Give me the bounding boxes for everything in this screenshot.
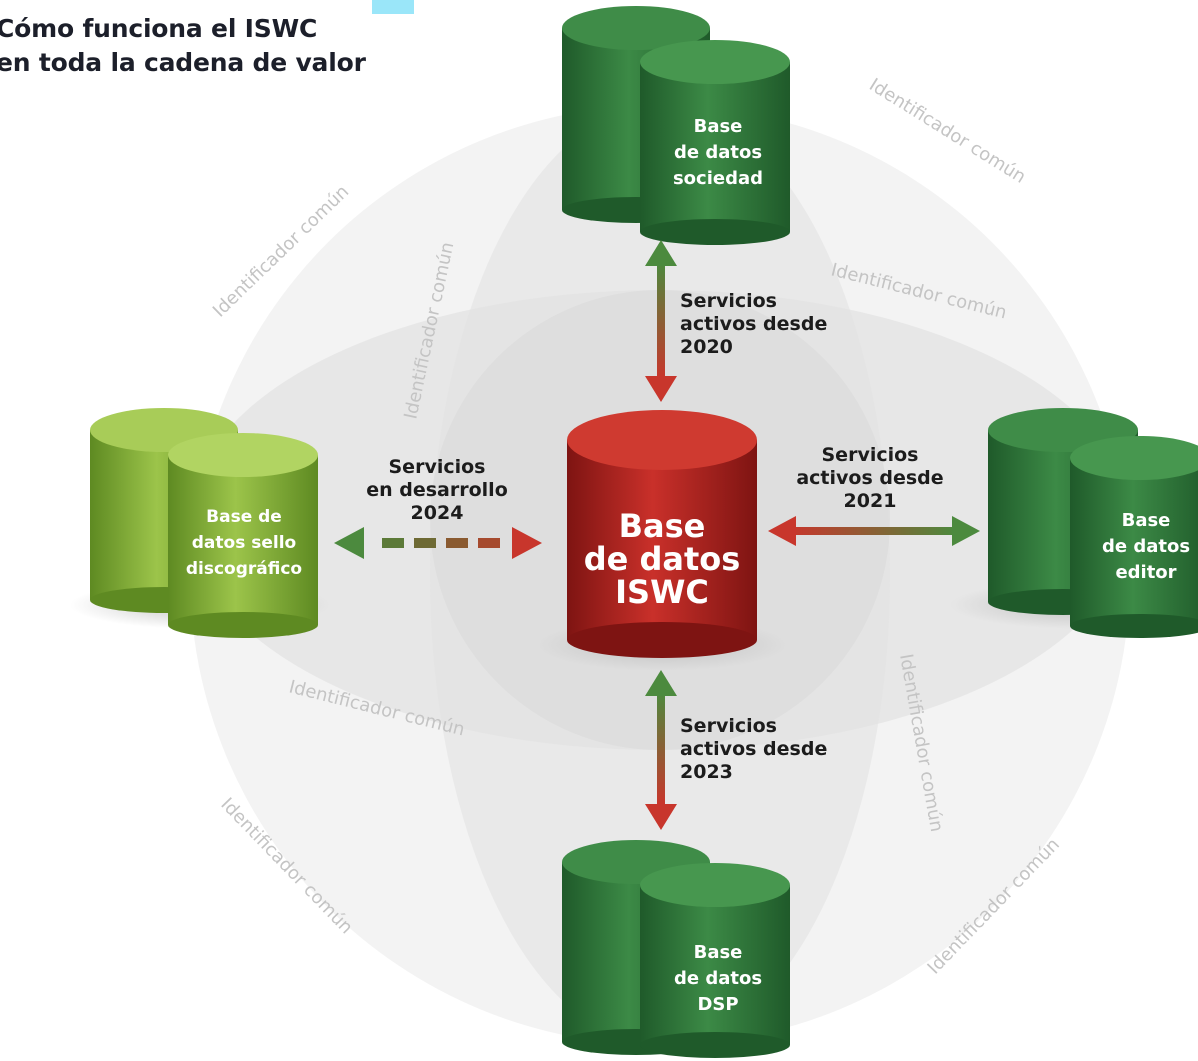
iswc-label-3: ISWC — [615, 573, 709, 611]
connection-bottom-line-1: Servicios — [680, 715, 777, 737]
connection-label-top: Servicios activos desde 2020 — [680, 290, 827, 359]
connection-top-line-3: 2020 — [680, 336, 733, 358]
database-dsp-cylinders — [562, 840, 790, 1058]
sello-label-3: discográfico — [186, 559, 302, 579]
dsp-label-1: Base — [694, 942, 743, 963]
diagram-title: Cómo funciona el ISWC en toda la cadena … — [0, 12, 366, 80]
connection-top-line-1: Servicios — [680, 290, 777, 312]
iswc-label-1: Base — [619, 507, 706, 545]
dsp-label-3: DSP — [697, 994, 738, 1015]
connection-bottom-line-3: 2023 — [680, 761, 733, 783]
connection-right-line-3: 2021 — [843, 490, 897, 512]
title-accent-bar — [372, 0, 414, 14]
connection-label-right: Servicios activos desde 2021 — [780, 444, 960, 513]
connection-bottom-line-2: activos desde — [680, 738, 828, 760]
sociedad-label-2: de datos — [674, 142, 762, 163]
connection-right-line-2: activos desde — [796, 467, 944, 489]
editor-label-2: de datos — [1102, 536, 1190, 557]
connection-left-line-3: 2024 — [410, 502, 464, 524]
dsp-label-2: de datos — [674, 968, 762, 989]
connection-label-left: Servicios en desarrollo 2024 — [352, 456, 522, 525]
arrow-top — [645, 240, 677, 402]
connection-label-bottom: Servicios activos desde 2023 — [680, 715, 827, 784]
connection-right-line-1: Servicios — [821, 444, 919, 466]
sello-label-2: datos sello — [192, 533, 296, 553]
database-sello-cylinders — [90, 408, 318, 638]
sociedad-label-1: Base — [694, 116, 743, 137]
sociedad-label-3: sociedad — [673, 168, 763, 189]
title-line-2: en toda la cadena de valor — [0, 48, 366, 77]
database-sociedad-cylinders — [562, 6, 790, 245]
arrow-left-dashed — [334, 527, 542, 559]
arrow-right — [768, 516, 980, 546]
sello-label-1: Base de — [206, 507, 282, 527]
arrow-bottom — [645, 670, 677, 830]
iswc-label-2: de datos — [584, 540, 741, 578]
database-iswc-cylinder — [567, 410, 757, 658]
connection-top-line-2: activos desde — [680, 313, 828, 335]
database-editor-cylinders — [988, 408, 1198, 638]
connection-left-line-1: Servicios — [388, 456, 486, 478]
title-line-1: Cómo funciona el ISWC — [0, 14, 318, 43]
connection-left-line-2: en desarrollo — [366, 479, 508, 501]
editor-label-3: editor — [1115, 562, 1176, 583]
editor-label-1: Base — [1122, 510, 1171, 531]
